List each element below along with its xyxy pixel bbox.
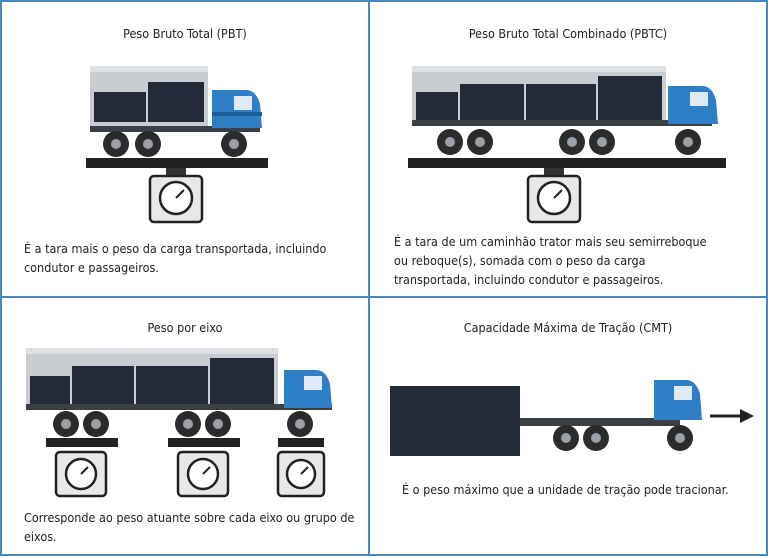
panel-axle-weight: Peso por eixo Corresponde ao <box>0 296 370 556</box>
panel-title: Peso Bruto Total (PBT) <box>123 26 247 41</box>
panel-title: Peso Bruto Total Combinado (PBTC) <box>468 26 668 41</box>
panel-cmt: Capacidade Máxima de Tração (CMT) É o pe… <box>368 296 768 556</box>
panel-title: Peso por eixo <box>147 320 223 335</box>
panel-description: É o peso máximo que a unidade de tração … <box>402 482 729 497</box>
panel-pbtc: Peso Bruto Total Combinado (PBTC) É a ta… <box>368 0 768 298</box>
truck-axles-on-scales-illustration <box>26 348 332 498</box>
panel-description: É a tara mais o peso da carga transporta… <box>24 241 327 275</box>
truck-on-scale-illustration <box>86 66 268 224</box>
panel-description: É a tara de um caminhão trator mais seu … <box>394 234 707 287</box>
panel-description: Corresponde ao peso atuante sobre cada e… <box>24 510 355 544</box>
panel-title: Capacidade Máxima de Tração (CMT) <box>463 320 673 335</box>
tractor-towing-load-illustration <box>390 380 754 456</box>
arrow-right-icon <box>710 409 754 423</box>
panel-pbt: Peso Bruto Total (PBT) É a tara mais o p… <box>0 0 370 298</box>
tractor-semitrailer-on-scale-illustration <box>408 66 726 224</box>
